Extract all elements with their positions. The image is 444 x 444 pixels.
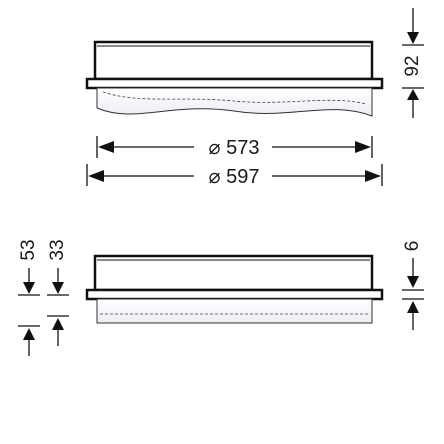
top-fixture-diffuser xyxy=(96,87,373,117)
top-fixture-diffuser-dashed xyxy=(102,91,367,105)
top-fixture xyxy=(85,40,384,117)
dim-bottom-inner-height-label: 33 xyxy=(47,239,68,260)
top-fixture-flange xyxy=(85,77,384,90)
bottom-fixture-flange xyxy=(85,288,384,301)
bottom-fixture-housing xyxy=(93,254,374,292)
dim-bottom-flange-height: 6 xyxy=(402,241,424,330)
dim-outer-diameter-label: ⌀ 597 xyxy=(209,166,260,188)
dim-top-height-label: 92 xyxy=(402,55,423,76)
dim-bottom-flange-height-label: 6 xyxy=(402,241,423,252)
bottom-fixture-diffuser xyxy=(96,298,373,324)
dim-top-height: 92 xyxy=(402,8,424,118)
top-fixture-housing xyxy=(93,40,374,81)
dim-outer-diameter: ⌀ 597 xyxy=(86,164,383,188)
bottom-fixture xyxy=(85,254,384,324)
dim-bottom-total-height-label: 53 xyxy=(18,239,39,260)
dim-inner-diameter: ⌀ 573 xyxy=(96,136,373,159)
dim-bottom-inner-height: 33 xyxy=(47,239,69,346)
dim-inner-diameter-label: ⌀ 573 xyxy=(209,137,260,159)
dim-bottom-total-height: 53 xyxy=(18,239,40,356)
